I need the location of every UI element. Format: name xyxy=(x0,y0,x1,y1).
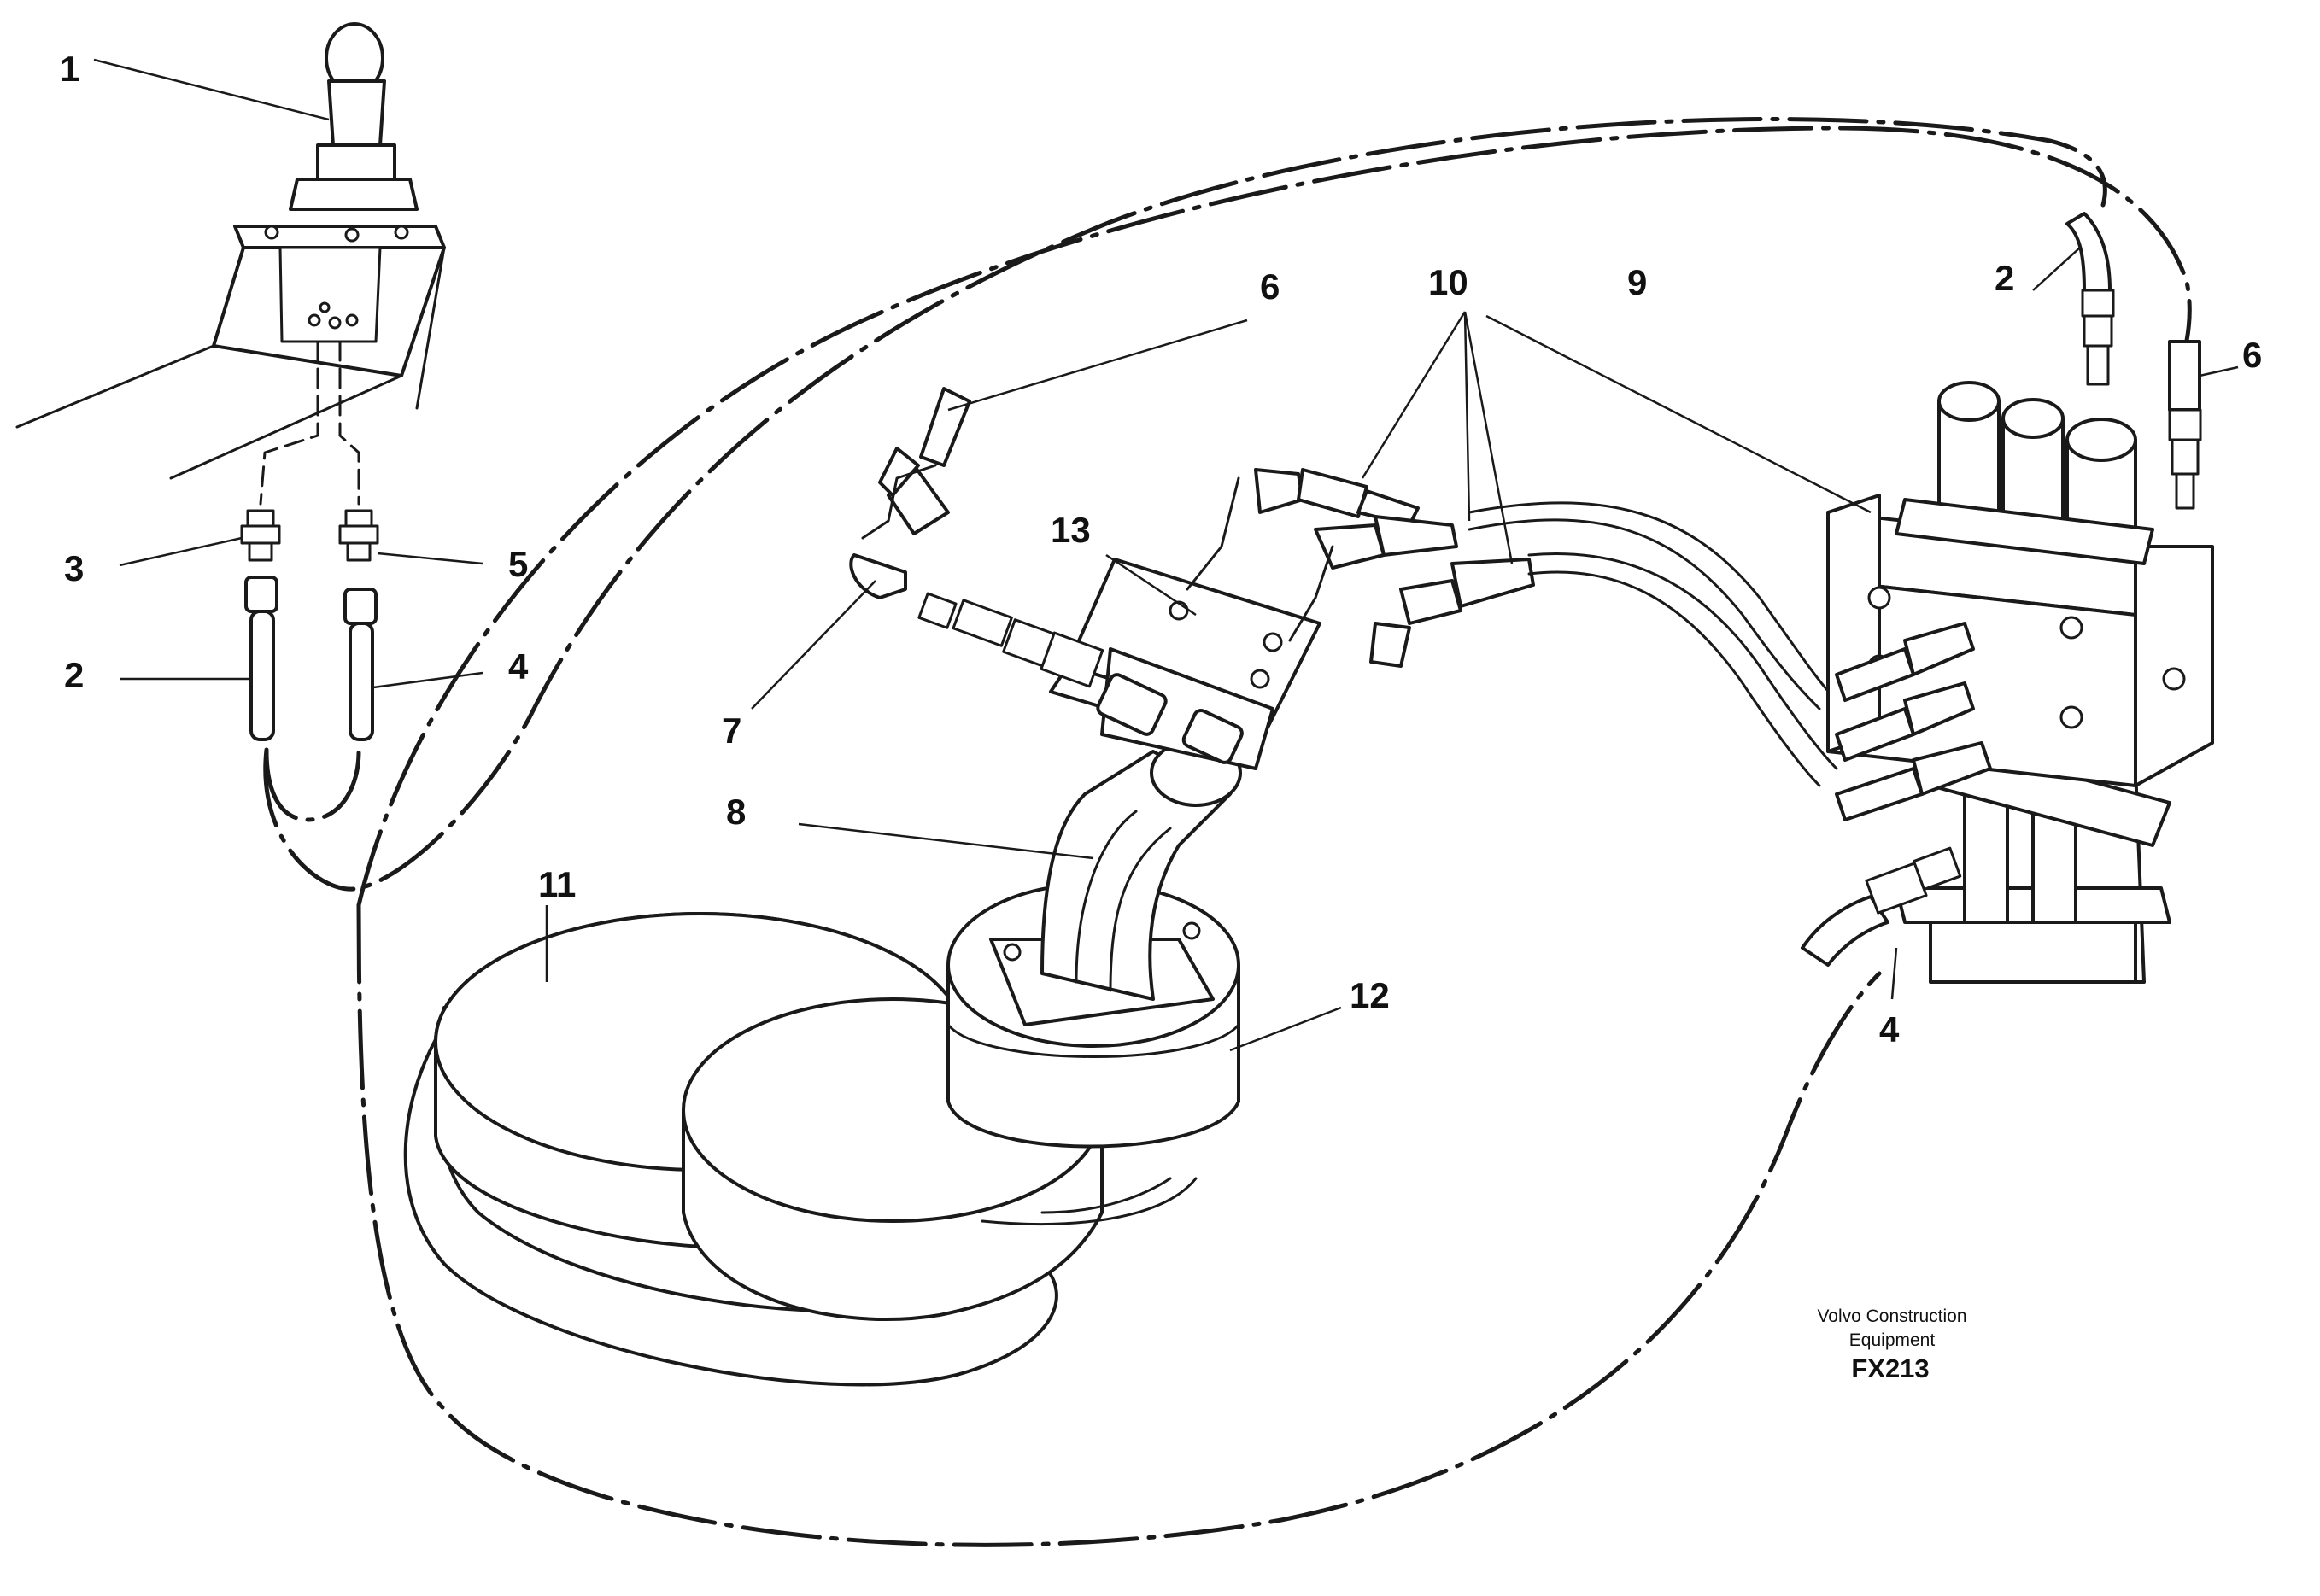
callout-2-right: 2 xyxy=(1995,258,2014,298)
callout-5: 5 xyxy=(508,544,528,584)
caption-line-1: Volvo Construction xyxy=(1817,1307,1966,1326)
callout-1: 1 xyxy=(60,49,79,89)
leader-lines xyxy=(93,58,2239,1052)
callout-7: 7 xyxy=(722,710,741,751)
callouts: 1 3 2 5 4 6 7 8 13 10 9 11 12 2 6 4 xyxy=(60,49,2262,1049)
caption-line-2: Equipment xyxy=(1849,1330,1936,1350)
pilot-control-lever xyxy=(15,22,446,506)
left-fittings xyxy=(240,509,379,741)
swing-gearbox xyxy=(403,387,1535,1387)
callout-9: 9 xyxy=(1627,262,1647,302)
callout-10: 10 xyxy=(1428,262,1468,302)
motor-to-valve-hoses xyxy=(1468,501,1838,787)
callout-4-right: 4 xyxy=(1879,1009,1900,1049)
callout-8: 8 xyxy=(726,792,746,832)
callout-3: 3 xyxy=(64,548,84,588)
callout-11: 11 xyxy=(538,864,576,904)
callout-12: 12 xyxy=(1350,975,1390,1015)
callout-13: 13 xyxy=(1051,510,1091,550)
hose-routing xyxy=(263,117,2192,1547)
callout-6-right: 6 xyxy=(2242,335,2262,375)
callout-2-left: 2 xyxy=(64,655,84,695)
caption-block: Volvo Construction Equipment FX213 xyxy=(1817,1307,1966,1383)
callout-6-mid: 6 xyxy=(1260,266,1280,307)
caption-code: FX213 xyxy=(1851,1353,1929,1383)
callout-4-left: 4 xyxy=(508,646,529,687)
control-valve xyxy=(1801,212,2214,984)
